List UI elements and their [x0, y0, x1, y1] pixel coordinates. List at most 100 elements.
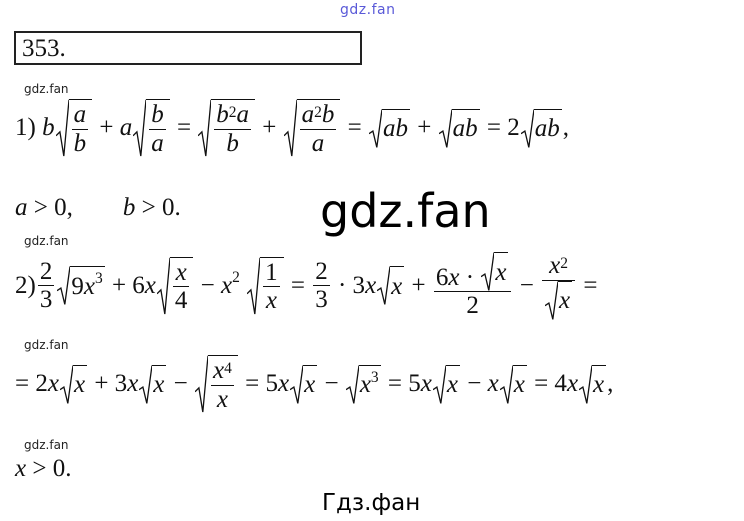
radicand: x — [512, 364, 527, 404]
exercise-number-box: 353. — [14, 31, 362, 65]
math-variable: ab — [383, 115, 409, 143]
math-text: + — [93, 114, 120, 142]
math-text: + 6 — [105, 272, 145, 299]
fraction-numerator: 2 — [313, 258, 330, 286]
math-text: 3 — [39, 286, 53, 314]
math-text: − — [194, 272, 222, 299]
math-square-root: x — [500, 364, 527, 404]
math-text: > 0, — [27, 194, 123, 221]
fraction-numerator: b — [149, 101, 166, 129]
fraction-denominator: b — [71, 128, 89, 158]
radicand: ab — [533, 108, 562, 148]
math-text: + 3 — [88, 370, 128, 398]
math-text: 2) — [15, 272, 36, 299]
math-variable: x — [175, 258, 187, 286]
fraction-denominator: x — [211, 384, 234, 414]
math-square-root: x — [579, 364, 607, 404]
math-square-root: x — [60, 364, 88, 404]
math-variable: b — [226, 129, 239, 157]
math-variable: x — [487, 370, 499, 398]
math-variable: x — [391, 273, 403, 300]
math-text: = — [284, 272, 312, 299]
radical-sign-icon — [133, 99, 146, 157]
math-variable: b — [321, 101, 335, 128]
math-square-root: ab — [439, 108, 480, 148]
radicand: x — [72, 364, 88, 404]
math-text — [240, 272, 246, 300]
watermark-big: gdz.fan — [320, 184, 491, 238]
fraction-denominator: b — [214, 128, 252, 158]
math-variable: x — [221, 272, 233, 299]
radical-sign-icon — [346, 365, 359, 404]
radical-sign-icon — [439, 109, 452, 148]
math-text: 4 — [174, 287, 188, 315]
math-variable: x — [73, 371, 86, 399]
fraction-denominator: a — [149, 128, 166, 158]
fraction-denominator: x — [542, 279, 576, 320]
math-variable: x — [304, 371, 316, 399]
math-variable: x — [153, 371, 165, 399]
math-text: = 2 — [15, 370, 48, 398]
condition-line-1: a > 0, b > 0. — [15, 194, 181, 222]
radical-sign-icon — [545, 281, 558, 320]
math-variable: a — [119, 114, 133, 142]
radical-sign-icon — [284, 99, 297, 157]
math-text: , — [562, 114, 569, 142]
radical-sign-icon — [433, 365, 446, 404]
math-variable: a — [236, 101, 250, 128]
math-exponent: 2 — [314, 103, 322, 121]
radicand: x — [303, 364, 318, 404]
math-variable: x — [265, 287, 277, 315]
math-variable: x — [127, 370, 139, 398]
math-text: 3 — [315, 286, 328, 314]
math-variable: x — [216, 385, 228, 413]
math-square-root: ab — [521, 108, 562, 148]
radical-sign-icon — [60, 365, 73, 404]
math-square-root: x — [433, 364, 460, 404]
math-variable: x — [359, 371, 371, 399]
math-text: > 0. — [26, 455, 72, 482]
math-variable: a — [151, 129, 164, 157]
math-square-root: x — [481, 252, 509, 291]
math-text: − — [318, 370, 345, 398]
watermark-small: gdz.fan — [24, 438, 69, 452]
watermark-top: gdz.fan — [340, 2, 396, 18]
math-exponent: 2 — [228, 103, 237, 121]
math-text: + — [411, 114, 438, 142]
math-text: = 5 — [238, 370, 278, 398]
radical-sign-icon — [247, 257, 260, 315]
radicand: ab — [451, 108, 480, 148]
radical-sign-icon — [195, 355, 208, 413]
math-text: 1) — [15, 114, 43, 142]
math-variable: b — [73, 129, 87, 157]
math-exponent: 3 — [370, 368, 379, 386]
watermark-small: gdz.fan — [24, 234, 69, 248]
radical-sign-icon — [157, 257, 170, 315]
math-variable: b — [151, 101, 164, 128]
math-text: 2 — [315, 257, 328, 285]
math-text: 6 — [435, 263, 449, 291]
math-square-root: x — [545, 280, 573, 320]
math-square-root: x — [139, 364, 167, 404]
math-text: = — [170, 114, 198, 142]
